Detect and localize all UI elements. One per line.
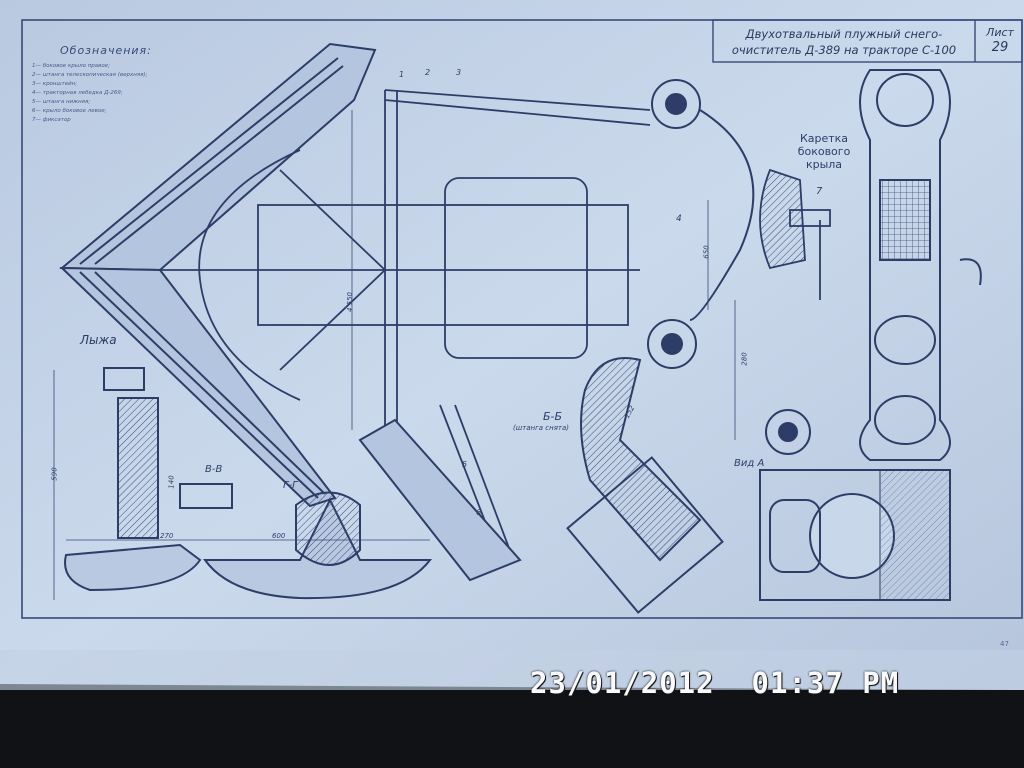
main-frame — [160, 89, 651, 561]
section-bb-detail — [566, 357, 724, 614]
label-section-vv: В-В — [205, 464, 223, 475]
callout-6: 6 — [476, 508, 482, 517]
callout-1: 1 — [399, 70, 405, 79]
label-section-bb-sub: (штанга снята) — [513, 424, 570, 432]
callout-2: 2 — [425, 68, 431, 77]
title-line-2: очиститель Д-389 на тракторе С-100 — [731, 43, 957, 57]
legend-item: 1— боковое крыло правое; — [32, 63, 111, 69]
dim-650: 650 — [702, 245, 711, 259]
label-view-a: Вид А — [734, 458, 765, 469]
plow-blade-left — [59, 42, 377, 508]
dim-270: 270 — [160, 532, 174, 540]
label-carriage: Каретка бокового крыла — [797, 132, 851, 171]
dim-140: 140 — [167, 475, 176, 489]
dim-280: 280 — [740, 352, 749, 366]
page-number: 47 — [1000, 640, 1009, 648]
sheet-number: 29 — [991, 40, 1009, 55]
legend-item: 6— крыло боковое левое; — [32, 108, 107, 114]
legend-title: Обозначения: — [60, 44, 152, 57]
label-section-bb: Б-Б — [543, 410, 563, 423]
callout-7: 7 — [816, 186, 823, 197]
ski-detail — [64, 367, 433, 600]
callout-4: 4 — [676, 214, 682, 224]
legend-item: 2— штанга телескопическая (верхняя); — [32, 72, 148, 78]
camera-date-stamp: 23/01/2012 01:37 PM — [530, 666, 899, 700]
callout-3: 3 — [456, 68, 462, 77]
legend-item: 3— кронштейн; — [32, 81, 78, 87]
pulleys — [647, 79, 811, 455]
dim-590: 590 — [50, 467, 59, 481]
callout-5: 5 — [462, 460, 468, 469]
sheet-number-box: Лист 29 — [979, 22, 1021, 62]
drawing-title: Двухотвальный плужный снего- очиститель … — [713, 22, 975, 62]
roller-assembly — [859, 69, 982, 461]
legend-item: 5— штанга нижняя; — [32, 99, 91, 105]
label-section-gg: Г-Г — [283, 480, 298, 491]
title-line-1: Двухотвальный плужный снего- — [745, 27, 943, 41]
view-a-detail — [759, 469, 951, 601]
legend-item: 7— фиксатор — [32, 117, 71, 123]
sheet-label: Лист — [986, 26, 1014, 39]
date-stamp: 23/01/2012 — [530, 666, 715, 700]
legend-item: 4— тракторная лебедка Д-269; — [32, 90, 123, 96]
carriage-detail — [759, 168, 831, 300]
dim-600: 600 — [272, 532, 286, 540]
title-block — [712, 19, 1023, 63]
dim-4550: 4 550 — [346, 291, 355, 313]
time-stamp: 01:37 PM — [751, 666, 900, 700]
side-wing — [358, 418, 522, 582]
label-ski: Лыжа — [80, 333, 117, 347]
dimension-lines — [53, 110, 736, 600]
legend-list: 1— боковое крыло правое; 2— штанга телес… — [32, 62, 147, 125]
